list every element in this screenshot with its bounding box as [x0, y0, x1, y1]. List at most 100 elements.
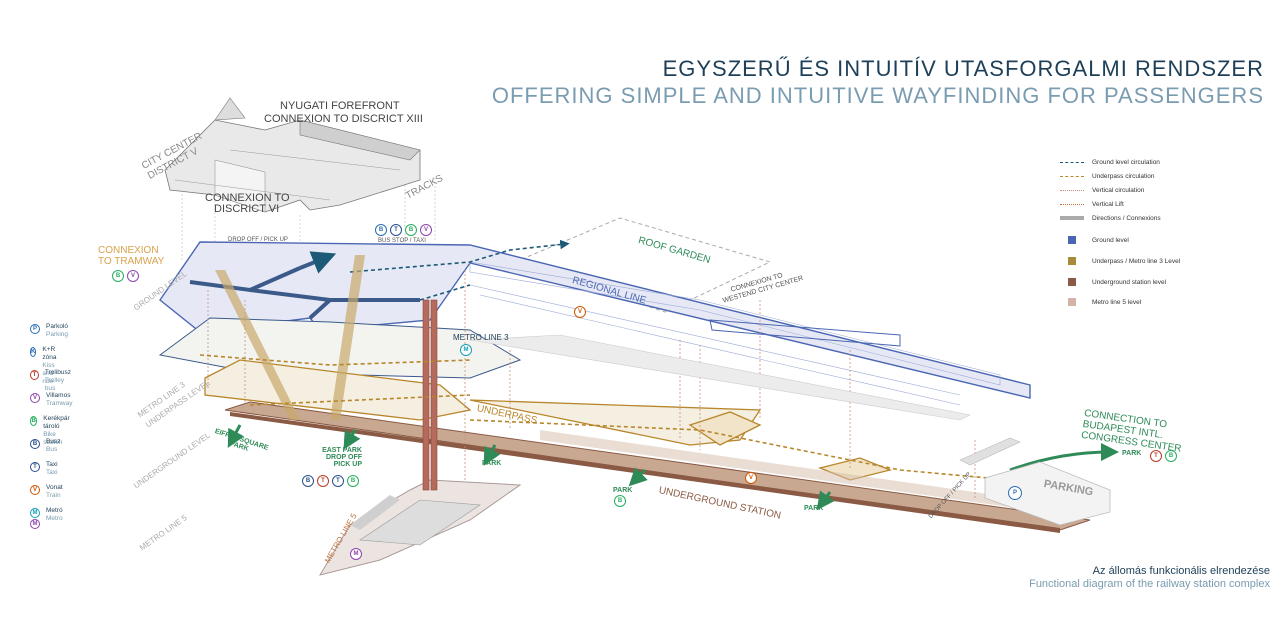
- legend-item: Vertical Lift: [1060, 197, 1124, 211]
- legend-swatch: [1060, 216, 1084, 220]
- bike-station-icon: B: [405, 224, 417, 236]
- icon-legend-en: Kiss and ride: [42, 362, 55, 385]
- bus-icon: B: [30, 439, 40, 449]
- legend-item: Underpass circulation: [1060, 169, 1155, 183]
- label-connexion-tramway: CONNEXION TO TRAMWAY: [98, 245, 164, 267]
- icon-legend-en: Tramway: [46, 400, 73, 407]
- icon-legend-en: Metro: [46, 515, 63, 522]
- parking-icon: P: [1008, 486, 1022, 500]
- label-metro-line-3: METRO LINE 3: [453, 333, 509, 342]
- train-icon: V: [574, 306, 586, 318]
- title-hungarian: EGYSZERŰ ÉS INTUITÍV UTASFORGALMI RENDSZ…: [662, 56, 1264, 81]
- bike-station-icon: B: [30, 416, 38, 426]
- legend-swatch: [1068, 257, 1076, 265]
- legend-item: Vertical circulation: [1060, 183, 1144, 197]
- label-east-park-1: EAST PARK: [322, 447, 362, 454]
- bike-station-icon: B: [614, 495, 626, 507]
- bike-station-icon: B: [1165, 450, 1177, 462]
- icon-legend-en: Trolley bus: [44, 377, 65, 392]
- legend-item: Underground station level: [1060, 275, 1166, 289]
- taxi-icon: T: [332, 475, 344, 487]
- legend-label: Underpass / Metro line 3 Level: [1092, 257, 1181, 265]
- kiss-and-ride-icon: K: [30, 347, 37, 357]
- icon-legend-en: Bus: [46, 446, 58, 453]
- legend-swatch: [1060, 189, 1084, 191]
- bus-icon: B: [375, 224, 387, 236]
- parking-block: [959, 437, 1111, 526]
- label-tramway-1: CONNEXION: [98, 245, 159, 256]
- label-nyugati-forefront: NYUGATI FOREFRONT: [280, 100, 400, 112]
- metro-icon: M: [460, 344, 472, 356]
- label-drop-off: DROP OFF / PICK UP: [228, 237, 288, 243]
- icon-legend-hu: Taxi: [46, 461, 58, 468]
- label-park-1: PARK: [482, 460, 502, 467]
- nyugati-building: [164, 97, 421, 213]
- label-east-park-3: PICK UP: [333, 461, 362, 468]
- taxi-icon: T: [390, 224, 402, 236]
- legend-swatch: [1060, 161, 1084, 163]
- label-district-vi: DISCRICT VI: [214, 203, 280, 215]
- legend-item: Ground level: [1060, 233, 1129, 247]
- train-icon: V: [30, 485, 40, 495]
- legend-label: Underpass circulation: [1092, 172, 1155, 180]
- bike-station-icon: B: [112, 270, 124, 282]
- parking-icon: P: [30, 324, 40, 334]
- icon-legend-en: Bike station: [43, 431, 63, 446]
- caption-english: Functional diagram of the railway statio…: [1029, 578, 1270, 590]
- legend-swatch: [1060, 175, 1084, 177]
- legend-label: Vertical circulation: [1092, 186, 1145, 194]
- label-connexion-to-vi: CONNEXION TO: [205, 192, 290, 204]
- legend-label: Underground station level: [1092, 278, 1167, 286]
- legend-swatch: [1068, 236, 1076, 244]
- label-park-2: PARK: [613, 487, 633, 494]
- metro5-level-plate: [318, 479, 522, 576]
- train-icon: V: [745, 472, 757, 484]
- legend-label: Vertical Lift: [1092, 200, 1124, 208]
- tramway-icon: V: [420, 224, 432, 236]
- legend-item: Underpass / Metro line 3 Level: [1060, 254, 1180, 268]
- metro-icon: M: [30, 508, 40, 518]
- tramway-icon: V: [30, 393, 40, 403]
- legend-item: Metro line 5 level: [1060, 295, 1141, 309]
- icon-legend-hu: Trolibusz: [44, 369, 72, 376]
- caption-hungarian: Az állomás funkcionális elrendezése: [1092, 565, 1270, 577]
- icon-legend-hu: Villamos: [46, 392, 71, 399]
- label-park-3: PARK: [804, 505, 824, 512]
- tramway-icon: V: [127, 270, 139, 282]
- label-east-park-2: DROP OFF: [325, 454, 362, 461]
- title-english: OFFERING SIMPLE AND INTUITIVE WAYFINDING…: [491, 83, 1264, 108]
- legend-label: Ground level: [1092, 236, 1129, 244]
- trolley-bus-icon: T: [30, 370, 39, 380]
- icon-legend-en: Parking: [46, 331, 69, 338]
- icon-legend-hu: Busz: [46, 438, 61, 445]
- icon-legend-en: Train: [46, 492, 61, 499]
- legend-swatch: [1068, 298, 1076, 306]
- legend-item: Ground level circulation: [1060, 155, 1160, 169]
- label-east-park: EAST PARK DROP OFF PICK UP: [312, 447, 362, 468]
- legend-swatch: [1068, 278, 1076, 286]
- label-connexion-xiii: CONNEXION TO DISCRICT XIII: [264, 113, 423, 125]
- label-bus-stop: BUS STOP / TAXI: [378, 238, 426, 244]
- icon-legend-hu: Metró: [46, 507, 63, 514]
- legend-label: Directions / Connexions: [1092, 214, 1161, 222]
- vertical-lift: [422, 299, 438, 491]
- label-tramway-2: TO TRAMWAY: [98, 256, 165, 267]
- legend-label: Ground level circulation: [1092, 158, 1160, 166]
- legend-swatch: [1060, 203, 1084, 205]
- bus-icon: B: [302, 475, 314, 487]
- icon-legend-hu: Parkoló: [46, 323, 69, 330]
- label-park-4: PARK: [1122, 450, 1142, 457]
- legend-label: Metro line 5 level: [1092, 298, 1142, 306]
- park-arrows: [227, 424, 1119, 511]
- bike-station-icon: B: [347, 475, 359, 487]
